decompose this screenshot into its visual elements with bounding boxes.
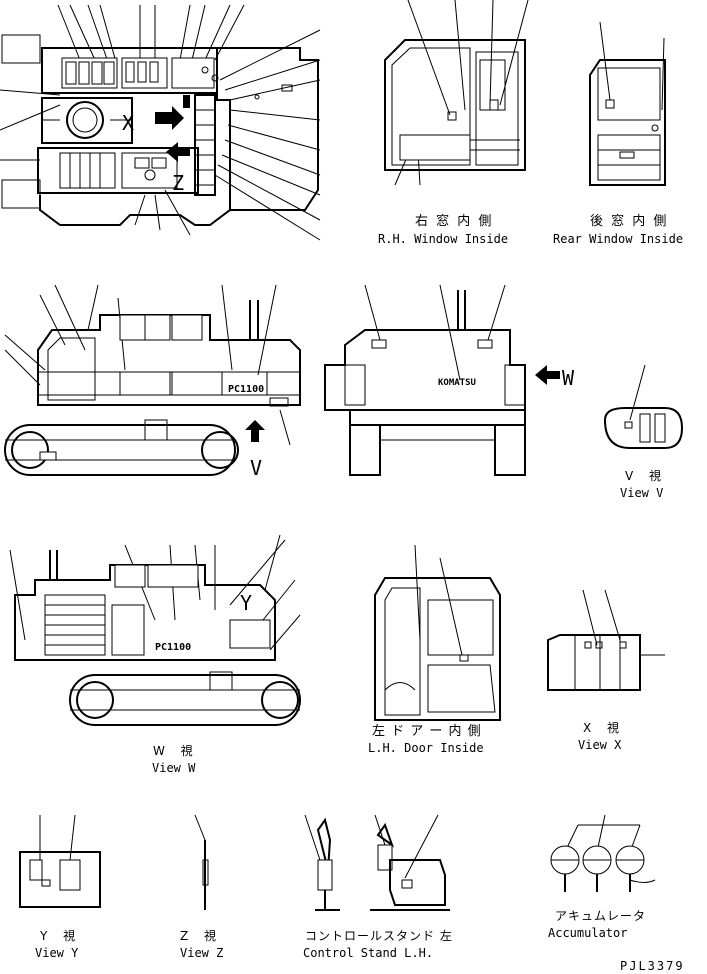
rear-window-title-en: Rear Window Inside (553, 232, 683, 246)
view-x: X 視 View X (547, 589, 665, 752)
rh-window-title-en: R.H. Window Inside (378, 232, 508, 246)
accumulator-view: アキュムレータ Accumulator (548, 814, 656, 940)
lh-door-inside-view: 左 ド ア ー 内 側 L.H. Door Inside (368, 544, 501, 755)
accumulator-title-jp: アキュムレータ (555, 909, 646, 923)
view-z: Z 視 View Z (180, 814, 223, 960)
y-view-marker: Y (240, 591, 252, 615)
w-model-label: PC1100 (155, 642, 191, 653)
rear-brand-label: KOMATSU (438, 378, 476, 388)
lh-door-title-en: L.H. Door Inside (368, 741, 484, 755)
rh-window-title-jp: 右 窓 内 側 (415, 213, 493, 229)
x-view-marker: X (122, 111, 134, 135)
z-view-marker: Z (172, 171, 184, 195)
rear-window-inside-view: 後 窓 内 側 Rear Window Inside (553, 21, 683, 246)
control-stand-title-jp: コントロールスタンド 左 (305, 928, 453, 943)
plan-view-leaders (0, 4, 321, 241)
view-y: Y 視 View Y (19, 814, 101, 960)
view-w: PC1100 Y W 視 View W (9, 534, 301, 775)
view-w-title-jp: W 視 (153, 743, 199, 758)
control-stand-lh: コントロールスタンド 左 Control Stand L.H. (303, 814, 453, 960)
accumulator-bulb-2 (582, 845, 612, 892)
lh-door-title-jp: 左 ド ア ー 内 側 (372, 723, 482, 739)
v-view-arrow (245, 420, 265, 442)
view-v-title-jp: V 視 (625, 468, 667, 483)
view-v-title-en: View V (620, 486, 663, 500)
view-x-title-jp: X 視 (583, 720, 625, 735)
w-view-arrow (535, 365, 560, 385)
accumulator-bulb-3 (615, 845, 656, 892)
accumulator-title-en: Accumulator (548, 926, 627, 940)
view-w-title-en: View W (152, 761, 196, 775)
rear-window-title-jp: 後 窓 内 側 (590, 213, 668, 229)
plan-arrows (155, 95, 190, 162)
view-z-title-jp: Z 視 (180, 928, 222, 943)
side-model-label: PC1100 (228, 384, 264, 395)
view-v: V 視 View V (603, 364, 684, 500)
side-view-rh: PC1100 V (4, 284, 301, 480)
v-view-marker: V (250, 456, 262, 480)
view-x-title-en: View X (578, 738, 622, 752)
plan-view: X Z (0, 4, 321, 241)
drawing-number: PJL3379 (620, 959, 685, 973)
control-stand-title-en: Control Stand L.H. (303, 946, 433, 960)
view-y-title-en: View Y (35, 946, 79, 960)
view-y-title-jp: Y 視 (39, 928, 81, 943)
accumulator-bulb-1 (550, 845, 580, 892)
rh-window-inside-view: 右 窓 内 側 R.H. Window Inside (378, 0, 529, 246)
w-view-marker: W (562, 366, 575, 390)
rear-view: KOMATSU W (324, 284, 575, 476)
view-z-title-en: View Z (180, 946, 223, 960)
